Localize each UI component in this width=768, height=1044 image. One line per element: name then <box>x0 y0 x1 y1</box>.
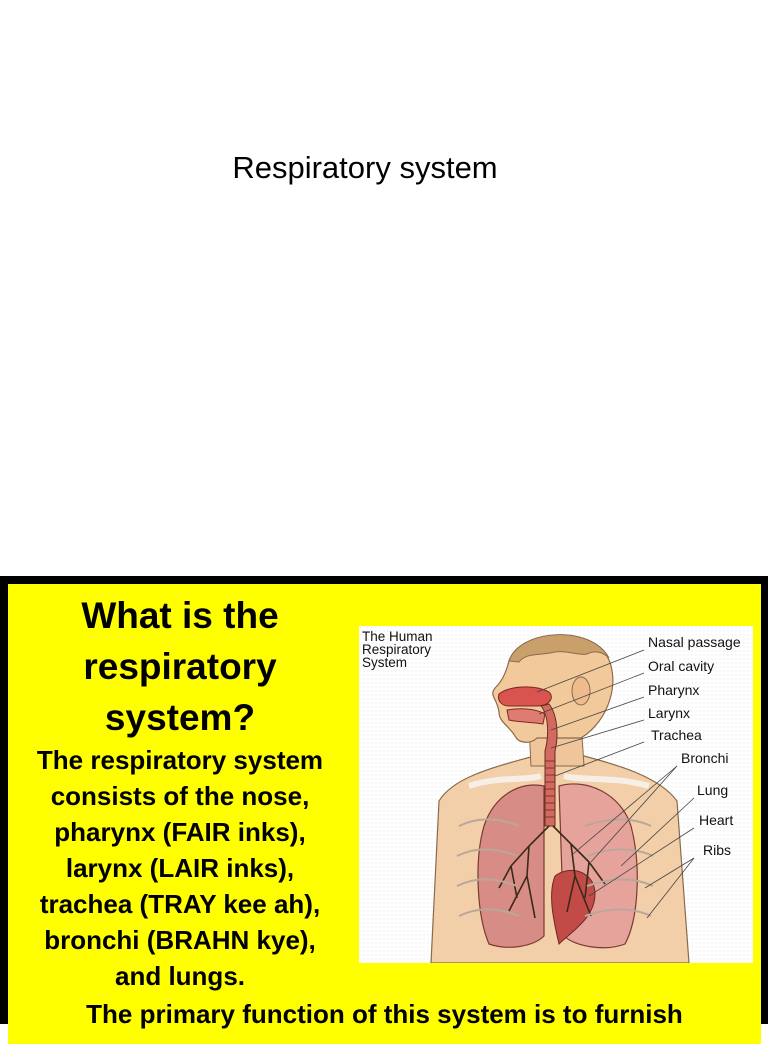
slide-2-panel: What is the respiratory system? The resp… <box>8 584 761 1044</box>
label-larynx: Larynx <box>648 705 691 721</box>
body-line: bronchi (BRAHN kye), <box>44 925 316 955</box>
label-pharynx: Pharynx <box>648 682 700 698</box>
heading-line: respiratory <box>83 646 277 687</box>
heading-line: What is the <box>81 595 279 636</box>
slide-bottom-text: The primary function of this system is t… <box>86 999 683 1029</box>
slide-2: What is the respiratory system? The resp… <box>0 576 768 1044</box>
body-line: and lungs. <box>115 961 245 991</box>
body-line: larynx (LAIR inks), <box>65 853 295 883</box>
label-ribs: Ribs <box>703 842 732 858</box>
label-bronchi: Bronchi <box>681 750 729 766</box>
body-line: pharynx (FAIR inks), <box>54 817 306 847</box>
anatomy-drawing <box>359 626 753 963</box>
slide-heading: What is the respiratory system? <box>8 590 352 743</box>
respiratory-system-illustration: The Human Respiratory System Nasal passa… <box>359 626 753 963</box>
heading-line: system? <box>104 697 256 738</box>
label-oral-cavity: Oral cavity <box>648 658 715 674</box>
label-trachea: Trachea <box>651 727 702 743</box>
label-heart: Heart <box>699 812 734 828</box>
slide-title: Respiratory system <box>232 150 498 185</box>
body-line: The respiratory system <box>36 745 324 775</box>
label-lung: Lung <box>697 782 729 798</box>
slide-body-text: The respiratory system consists of the n… <box>8 742 352 994</box>
figure-title-line: Respiratory <box>362 642 432 657</box>
figure-title-line: The Human <box>362 629 433 644</box>
figure-title: The Human Respiratory System <box>362 629 472 670</box>
figure-title-line: System <box>362 655 408 670</box>
body-line: trachea (TRAY kee ah), <box>39 889 321 919</box>
body-line: consists of the nose, <box>50 781 310 811</box>
label-nasal-passage: Nasal passage <box>648 634 741 650</box>
